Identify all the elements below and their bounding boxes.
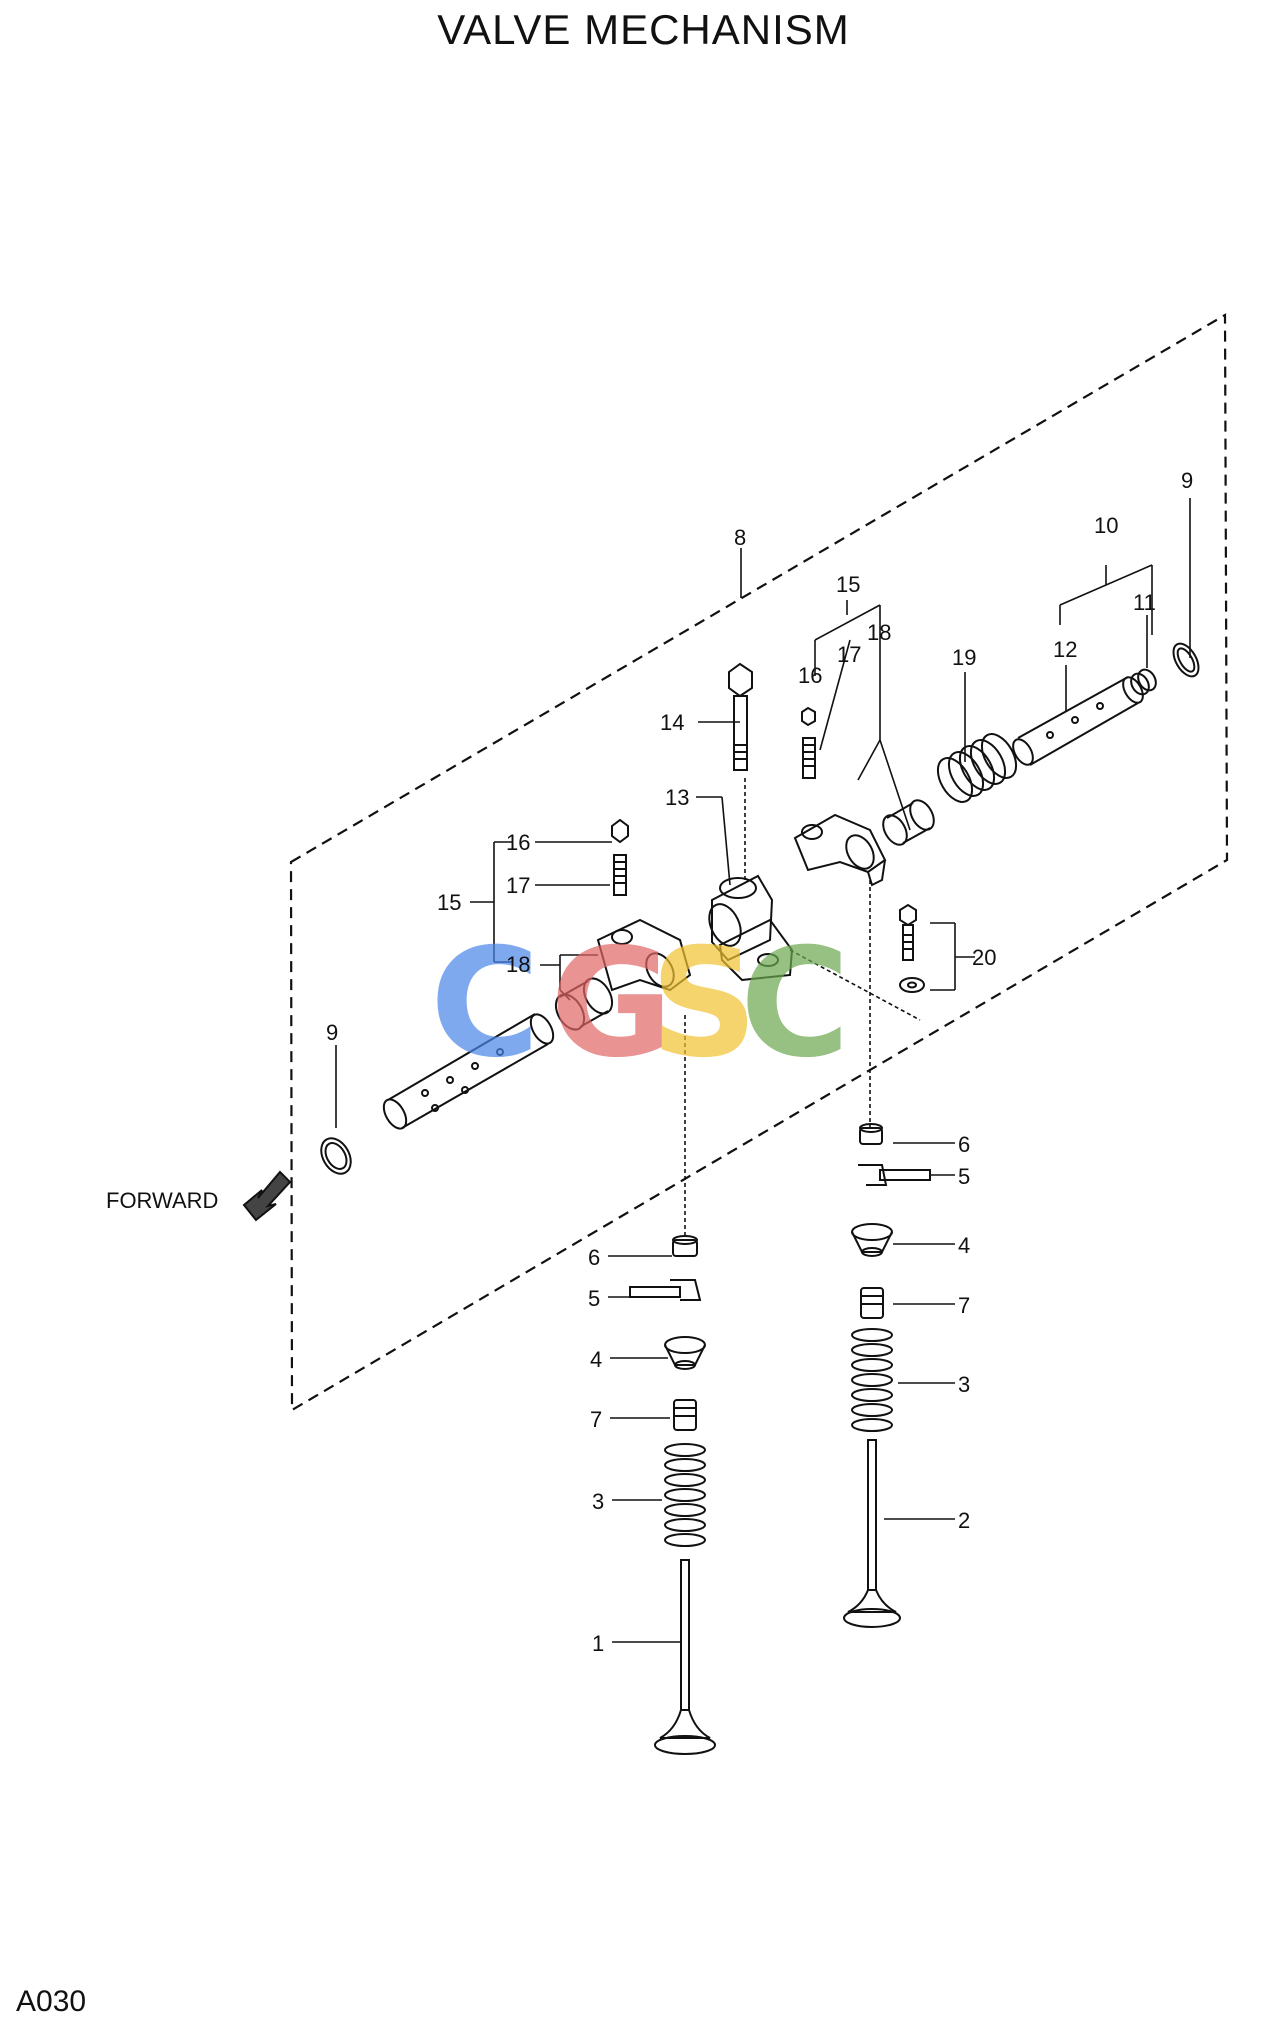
label-20: 20 xyxy=(972,945,996,970)
label-7-left: 7 xyxy=(590,1407,602,1432)
page-reference: A030 xyxy=(16,1985,87,2018)
intake-valve xyxy=(654,1559,716,1755)
label-7-right: 7 xyxy=(958,1293,970,1318)
bracket-bolt xyxy=(899,903,925,993)
valve-spring-left xyxy=(664,1443,706,1547)
shaft-bolt xyxy=(728,662,753,771)
rocker-arm-right xyxy=(793,813,887,887)
label-18-left: 18 xyxy=(506,952,530,977)
label-10: 10 xyxy=(1094,513,1118,538)
svg-text:C: C xyxy=(740,917,850,1091)
adjust-screw-right xyxy=(801,706,816,779)
page-title: VALVE MECHANISM xyxy=(437,6,850,53)
spring-retainer-left xyxy=(664,1336,706,1370)
watermark: C G S C xyxy=(430,917,850,1091)
exhaust-valve xyxy=(843,1439,901,1628)
label-17-upper: 17 xyxy=(837,642,861,667)
forward-label: FORWARD xyxy=(106,1188,218,1213)
valve-cotter-left xyxy=(629,1279,702,1301)
valve-seal-left xyxy=(673,1399,697,1431)
snap-ring-left xyxy=(320,1137,352,1175)
label-15-upper: 15 xyxy=(836,572,860,597)
label-1: 1 xyxy=(592,1631,604,1656)
assembly-boundary xyxy=(289,313,1229,1412)
label-8: 8 xyxy=(734,525,746,550)
label-14: 14 xyxy=(660,710,684,735)
label-15-left: 15 xyxy=(437,890,461,915)
valve-seal-right xyxy=(860,1287,884,1319)
rocker-shaft-right xyxy=(1012,676,1144,766)
rocker-arm-left xyxy=(596,918,692,992)
shaft-plug xyxy=(1130,668,1157,696)
label-18-upper: 18 xyxy=(867,620,891,645)
label-6-left: 6 xyxy=(588,1245,600,1270)
bushing-left xyxy=(554,977,614,1031)
valve-spring-right xyxy=(851,1328,893,1432)
valve-cap-right xyxy=(859,1123,883,1145)
bushing-right xyxy=(882,799,935,846)
spring-retainer-right xyxy=(851,1223,893,1257)
label-3-right: 3 xyxy=(958,1372,970,1397)
part-labels: 8 9 10 11 12 19 15 18 17 16 14 13 16 17 … xyxy=(106,468,1193,1656)
label-12: 12 xyxy=(1053,637,1077,662)
snap-ring-right xyxy=(1172,642,1200,678)
svg-text:S: S xyxy=(650,917,758,1091)
svg-text:C: C xyxy=(430,917,540,1091)
label-5-right: 5 xyxy=(958,1164,970,1189)
rocker-shaft-left xyxy=(382,1013,555,1130)
valve-cotter-right xyxy=(858,1164,931,1186)
label-3-left: 3 xyxy=(592,1489,604,1514)
label-11: 11 xyxy=(1133,590,1156,615)
adjust-screw-left xyxy=(611,818,629,896)
label-9-left: 9 xyxy=(326,1020,338,1045)
label-6-right: 6 xyxy=(958,1132,970,1157)
label-9-right: 9 xyxy=(1181,468,1193,493)
rocker-spring xyxy=(936,733,1018,803)
leader-lines xyxy=(335,498,1191,1643)
label-4-left: 4 xyxy=(590,1347,602,1372)
forward-arrow-icon xyxy=(242,1170,292,1222)
label-13: 13 xyxy=(665,785,689,810)
rocker-support xyxy=(708,874,794,982)
svg-text:G: G xyxy=(550,917,673,1091)
label-2: 2 xyxy=(958,1508,970,1533)
label-16-upper: 16 xyxy=(798,663,822,688)
label-17-left: 17 xyxy=(506,873,530,898)
label-19: 19 xyxy=(952,645,976,670)
label-5-left: 5 xyxy=(588,1286,600,1311)
label-4-right: 4 xyxy=(958,1233,970,1258)
label-16-left: 16 xyxy=(506,830,530,855)
valve-cap-left xyxy=(672,1235,698,1257)
